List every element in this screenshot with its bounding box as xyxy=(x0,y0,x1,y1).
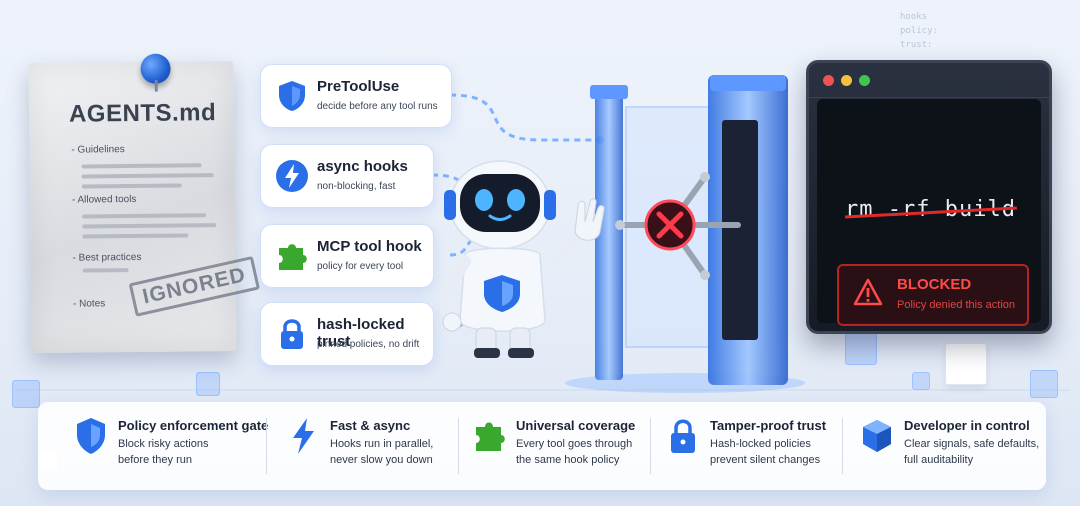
card-title: PreToolUse xyxy=(317,78,400,95)
white-cube xyxy=(945,343,987,385)
feature-tamper-proof: Tamper-proof trust Hash-locked policies … xyxy=(666,416,861,476)
feature-text: prevent silent changes xyxy=(710,454,821,466)
feature-universal-coverage: Universal coverage Every tool goes throu… xyxy=(472,416,667,476)
card-pretooluse: PreToolUse decide before any tool runs xyxy=(260,64,452,128)
minimize-dot-icon xyxy=(841,75,852,86)
lightning-icon xyxy=(276,160,308,192)
background-code: hooks policy: trust: xyxy=(900,10,938,52)
maximize-dot-icon xyxy=(859,75,870,86)
glass-cube xyxy=(912,372,930,390)
document-item: - Notes xyxy=(72,298,106,310)
feature-fast-async: Fast & async Hooks run in parallel, neve… xyxy=(286,416,481,476)
warning-icon xyxy=(853,278,883,306)
feature-text: Hash-locked policies xyxy=(710,438,811,450)
blocked-alert: BLOCKED Policy denied this action xyxy=(837,264,1029,326)
document-item: - Best practices xyxy=(72,251,142,264)
feature-text: before they run xyxy=(118,454,192,466)
document-item: - Allowed tools xyxy=(71,193,137,206)
card-title: async hooks xyxy=(317,158,408,175)
feature-title: Universal coverage xyxy=(516,418,636,433)
window-titlebar xyxy=(809,63,1049,98)
card-title: MCP tool hook xyxy=(317,238,422,255)
feature-text: never slow you down xyxy=(330,454,433,466)
blocked-message: Policy denied this action xyxy=(897,299,1016,311)
blocked-title: BLOCKED xyxy=(897,276,972,293)
puzzle-icon xyxy=(279,244,307,270)
glass-cube xyxy=(196,372,220,396)
feature-title: Policy enforcement gate xyxy=(118,418,269,433)
document-item: - Guidelines xyxy=(71,144,125,156)
shield-icon xyxy=(77,418,105,454)
card-title: hash-locked trust xyxy=(317,316,405,350)
features-panel: Policy enforcement gate Block risky acti… xyxy=(38,402,1046,490)
card-subtitle: non-blocking, fast xyxy=(317,181,396,192)
shield-icon xyxy=(279,81,305,111)
feature-text: Every tool goes through xyxy=(516,438,633,450)
feature-policy-gate: Policy enforcement gate Block risky acti… xyxy=(74,416,269,476)
code-line: policy: xyxy=(900,26,938,36)
glass-cube xyxy=(12,380,40,408)
card-subtitle: policy for every tool xyxy=(317,261,404,272)
feature-text: the same hook policy xyxy=(516,454,620,466)
policy-gate xyxy=(565,75,805,393)
feature-text: full auditability xyxy=(904,454,974,466)
feature-title: Tamper-proof trust xyxy=(710,418,827,433)
card-mcp-tool-hook: MCP tool hook policy for every tool xyxy=(260,224,434,288)
feature-title: Developer in control xyxy=(904,418,1030,433)
card-hash-locked-trust: hash-locked trust pinned policies, no dr… xyxy=(260,302,434,366)
card-subtitle: pinned policies, no drift xyxy=(317,339,420,350)
glass-cube xyxy=(845,333,877,365)
agents-md-document: AGENTS.md - Guidelines - Allowed tools -… xyxy=(28,53,261,354)
glass-cube xyxy=(1030,370,1058,398)
feature-text: Hooks run in parallel, xyxy=(330,438,434,450)
lock-icon xyxy=(671,419,695,453)
feature-title: Fast & async xyxy=(330,418,411,433)
document-title: AGENTS.md xyxy=(68,99,217,128)
cube-icon xyxy=(863,420,891,452)
code-line: hooks xyxy=(900,12,928,22)
feature-text: Clear signals, safe defaults, xyxy=(904,438,1040,450)
close-dot-icon xyxy=(823,75,834,86)
terminal-window: rm -rf build BLOCKED Policy denied this … xyxy=(806,60,1052,334)
feature-developer-control: Developer in control Clear signals, safe… xyxy=(860,416,1055,476)
robot-agent xyxy=(440,160,605,358)
terminal-screen: rm -rf build BLOCKED Policy denied this … xyxy=(817,99,1041,326)
lightning-icon xyxy=(293,418,314,454)
card-async-hooks: async hooks non-blocking, fast xyxy=(260,144,434,208)
card-subtitle: decide before any tool runs xyxy=(317,101,438,112)
feature-text: Block risky actions xyxy=(118,438,209,450)
puzzle-icon xyxy=(476,422,505,451)
lock-icon xyxy=(281,319,303,349)
code-line: trust: xyxy=(900,40,933,50)
